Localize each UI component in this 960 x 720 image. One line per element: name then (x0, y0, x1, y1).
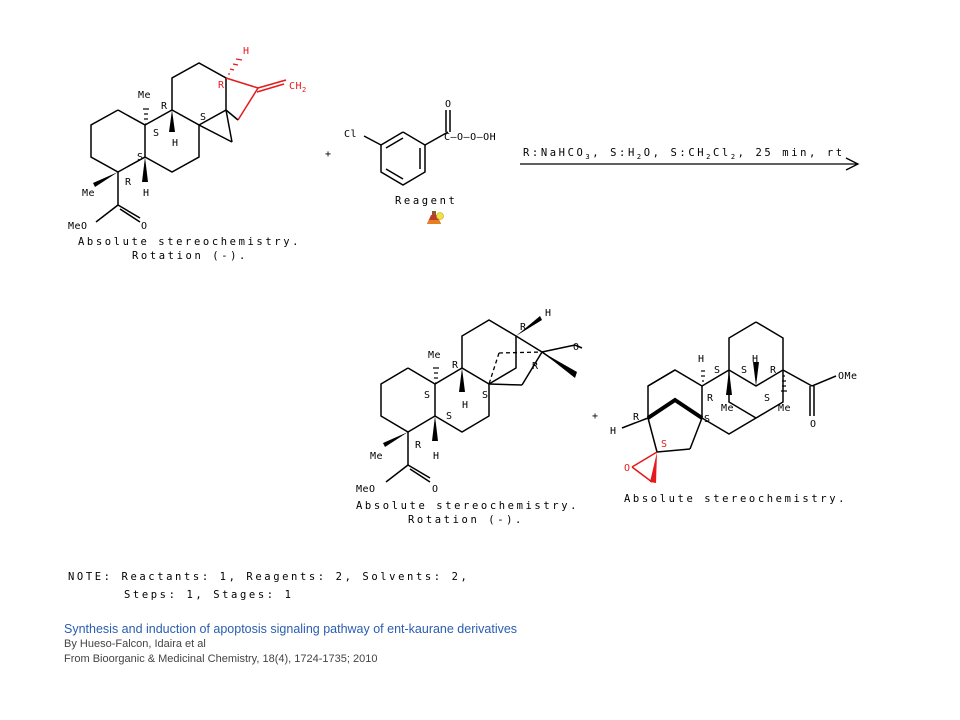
reaction-conditions: R:NaHCO3, S:H2O, S:CH2Cl2, 25 min, rt (523, 147, 845, 161)
stereo-note-line2: Rotation (-). (132, 250, 248, 262)
hashed-bond (143, 108, 149, 125)
atom-h-mid: H (172, 138, 179, 149)
wedge-bond (142, 157, 148, 182)
stereo-label: R (633, 412, 640, 423)
atom-cl: Cl (344, 129, 357, 140)
atom-o: O (432, 484, 439, 495)
atom-h-mid: H (462, 400, 469, 411)
reaction-arrow (520, 157, 860, 171)
atom-o-epoxide: O (624, 463, 631, 474)
atom-h-top: H (545, 308, 552, 319)
stereo-label: S (200, 112, 207, 123)
stereo-label: R (415, 440, 422, 451)
stereo-label: S (446, 411, 453, 422)
wedge-bond (726, 370, 732, 395)
wedge-bond (169, 110, 175, 132)
stereo-label: R (161, 101, 168, 112)
wedge-bond (459, 368, 465, 392)
atom-me: Me (721, 403, 734, 414)
stereo-label: S (714, 365, 721, 376)
stereo-label: S (704, 414, 711, 425)
atom-o: O (810, 419, 817, 430)
note-line1: NOTE: Reactants: 1, Reagents: 2, Solvent… (68, 571, 469, 583)
wedge-bond (432, 416, 438, 441)
atom-meo: MeO (356, 484, 376, 495)
citation-title-link[interactable]: Synthesis and induction of apoptosis sig… (64, 622, 518, 636)
reactant-structure (90, 62, 287, 223)
plus-sign: + (325, 149, 332, 160)
stereo-label: S (741, 365, 748, 376)
atom-o-epoxide: O (573, 342, 580, 353)
atom-ome: OMe (838, 371, 858, 382)
stereo-note: Absolute stereochemistry. (624, 493, 847, 505)
stereo-label: R (125, 177, 132, 188)
flask-icon[interactable] (426, 210, 444, 226)
stereo-label: R (452, 360, 459, 371)
wedge-bond (383, 432, 408, 447)
wedge-bond (542, 352, 577, 378)
hashed-bond (433, 367, 439, 384)
atom-me-top: Me (428, 350, 441, 361)
citation-block: Synthesis and induction of apoptosis sig… (64, 621, 517, 667)
stereo-label: S (424, 390, 431, 401)
wedge-bond (753, 362, 759, 386)
wedge-bond (93, 172, 118, 187)
stereo-label: S (482, 390, 489, 401)
stereo-label: R (707, 393, 714, 404)
stereo-label: S (137, 152, 144, 163)
bold-bridge (646, 397, 704, 420)
wedge-bond (516, 316, 542, 336)
note-line2: Steps: 1, Stages: 1 (124, 589, 294, 601)
wedge-bond-red (650, 452, 657, 483)
citation-authors: By Hueso-Falcon, Idaira et al (64, 638, 206, 650)
stereo-label: R (520, 322, 527, 333)
stereo-label: S (153, 128, 160, 139)
atom-me: Me (778, 403, 791, 414)
stereo-label: S (764, 393, 771, 404)
atom-h: H (698, 354, 705, 365)
atom-o-carbonyl: O (445, 99, 452, 110)
atom-o: O (141, 221, 148, 232)
atom-h-bottom: H (143, 188, 150, 199)
stereo-label: R (770, 365, 777, 376)
citation-source: From Bioorganic & Medicinal Chemistry, 1… (64, 653, 378, 665)
atom-me-left: Me (82, 188, 95, 199)
stereo-note-line2: Rotation (-). (408, 514, 524, 526)
stereo-label: R (532, 361, 539, 372)
stereo-note-line1: Absolute stereochemistry. (356, 500, 579, 512)
dashed-bridge (488, 351, 543, 385)
reagent-structure (363, 110, 451, 186)
stereo-label: R (218, 80, 225, 91)
peracid-chain: C—O—O—OH (444, 132, 496, 143)
atom-me-left: Me (370, 451, 383, 462)
atom-meo: MeO (68, 221, 88, 232)
atom-h: H (610, 426, 617, 437)
epoxide-red (631, 451, 658, 483)
product1-structure (380, 319, 583, 483)
atom-h-bottom: H (433, 451, 440, 462)
atom-h: H (752, 354, 759, 365)
atom-me-top: Me (138, 90, 151, 101)
stereo-label: S (661, 439, 668, 450)
atom-ch2: CH2 (289, 81, 307, 94)
plus-sign: + (592, 411, 599, 422)
atom-h-top: H (243, 46, 250, 57)
hashed-bond-red (228, 58, 243, 75)
stereo-note-line1: Absolute stereochemistry. (78, 236, 301, 248)
reagent-caption: Reagent (395, 195, 457, 207)
hashed-bond (701, 370, 787, 392)
